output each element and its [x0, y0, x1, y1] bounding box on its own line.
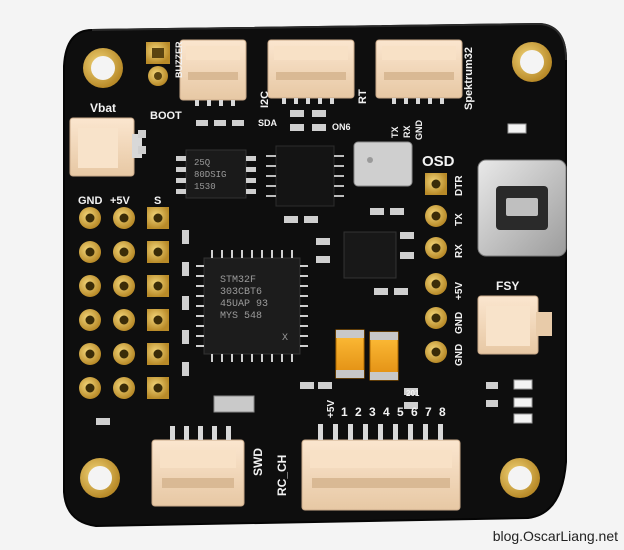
label-rx-small: RX [402, 125, 412, 138]
mounting-hole-top-left [83, 48, 123, 88]
label-buzzer: BUZZER [174, 41, 184, 78]
connector-swd [151, 439, 245, 507]
label-s: S [154, 195, 161, 207]
label-gnd: GND [78, 195, 103, 207]
label-swd: SWD [251, 448, 265, 476]
mounting-hole-top-right [512, 42, 552, 82]
buzzer-pads [146, 42, 170, 86]
osd-pad [425, 173, 447, 195]
connector-rc-ch [301, 439, 461, 511]
header-pad [113, 377, 135, 399]
header-pad [79, 207, 101, 229]
mcu-text-2: 303CBT6 [220, 287, 262, 298]
osd-pad [425, 341, 447, 363]
label-sda: SDA [258, 118, 278, 128]
header-pad [79, 275, 101, 297]
osd-pads [425, 173, 447, 363]
label-tx: TX [454, 213, 465, 226]
connector-spektrum [375, 39, 463, 99]
osd-chip [266, 145, 344, 207]
label-ch-4: 4 [383, 405, 390, 419]
label-vbat: Vbat [90, 101, 116, 115]
connector-vbat [69, 117, 142, 177]
flash-chip: 25Q 80DSIG 1530 [176, 149, 256, 199]
tantalum-capacitor-left [335, 329, 365, 379]
label-on6: ON6 [332, 122, 351, 132]
header-pad [113, 309, 135, 331]
header-pad [79, 241, 101, 263]
flash-text-2: 80DSIG [194, 170, 226, 180]
label-ch-8: 8 [439, 405, 446, 419]
label-osd-5v: +5V [454, 282, 465, 300]
watermark: blog.OscarLiang.net [492, 528, 618, 544]
header-pad [147, 275, 169, 297]
header-pad [79, 377, 101, 399]
label-5v: +5V [110, 195, 131, 207]
label-rx: RX [454, 244, 465, 258]
label-osd: OSD [422, 153, 455, 170]
mounting-hole-bottom-left [80, 458, 120, 498]
smd-components [96, 110, 498, 425]
label-ch-6: 6 [411, 405, 418, 419]
header-pad [147, 207, 169, 229]
label-ch-5v: +5V [326, 400, 337, 418]
mcu-text-5: X [282, 333, 288, 344]
osd-pad [425, 307, 447, 329]
connector-fsy [477, 295, 552, 355]
label-ch-5: 5 [397, 405, 404, 419]
flash-text-3: 1530 [194, 182, 216, 192]
label-ch-7: 7 [425, 405, 432, 419]
connector-i2c [179, 39, 247, 101]
label-ch-3: 3 [369, 405, 376, 419]
label-dtr: DTR [454, 175, 465, 196]
label-boot: BOOT [150, 110, 182, 122]
mounting-hole-bottom-right [500, 458, 540, 498]
header-pad [113, 241, 135, 263]
osd-pad [425, 205, 447, 227]
status-leds [507, 123, 533, 424]
header-pad [147, 377, 169, 399]
connector-rt [267, 39, 355, 99]
header-pad [147, 343, 169, 365]
mcu-text-4: MYS 548 [220, 311, 262, 322]
label-osd-gnd: GND [454, 312, 465, 334]
header-pad [113, 207, 135, 229]
label-tx-small: TX [390, 126, 400, 138]
bottom-connector-pins [170, 424, 443, 440]
label-201: 201 [406, 389, 420, 398]
header-pad [113, 343, 135, 365]
usb-connector [477, 159, 567, 257]
boot-pads [138, 130, 146, 154]
label-ch-2: 2 [355, 405, 362, 419]
tantalum-capacitor-right [369, 331, 399, 381]
label-spektrum: Spektrum32 [463, 47, 475, 110]
label-gnd-small: GND [414, 120, 424, 141]
mcu-text-3: 45UAP 93 [220, 299, 268, 310]
crystal [213, 395, 255, 413]
label-fsy: FSY [496, 279, 519, 293]
header-pad [79, 309, 101, 331]
mcu-chip: STM32F 303CBT6 45UAP 93 MYS 548 X [196, 250, 308, 362]
imu-chip [343, 231, 397, 279]
label-ch-1: 1 [341, 405, 348, 419]
flash-text-1: 25Q [194, 158, 210, 168]
header-pad [147, 241, 169, 263]
header-pad [79, 343, 101, 365]
osd-pad [425, 273, 447, 295]
label-osd-gnd-2: GND [454, 344, 465, 366]
label-rt: RT [357, 89, 369, 104]
label-i2c: I2C [259, 91, 271, 108]
header-pad [113, 275, 135, 297]
osd-pad [425, 237, 447, 259]
label-rc-ch: RC_CH [275, 455, 289, 496]
mcu-text-1: STM32F [220, 275, 256, 286]
header-pad-grid [79, 207, 169, 399]
header-pad [147, 309, 169, 331]
barometer-chip [353, 141, 413, 187]
